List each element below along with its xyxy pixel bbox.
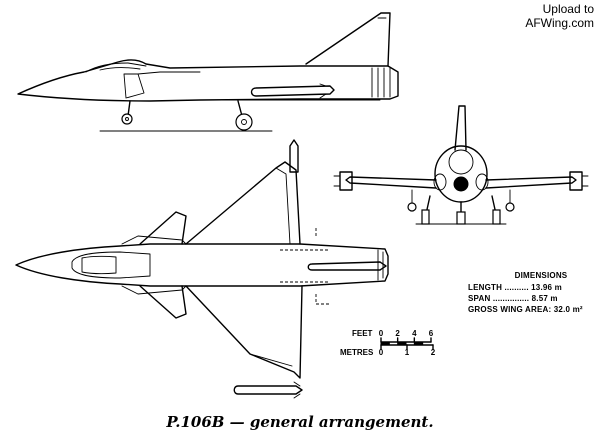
plan-view-fuselage (15, 243, 389, 287)
metres-tick-label: 0 (378, 348, 384, 357)
plan-view-nozzle (377, 249, 384, 281)
dimensions-span: SPAN ............... 8.57 m (468, 294, 558, 303)
front-view-wing-right (485, 176, 577, 189)
plan-view-tip-missile-upper (289, 139, 299, 173)
side-view-fuselage (17, 59, 399, 102)
metres-scale-label: METRES (340, 348, 374, 357)
dimensions-title: DIMENSIONS (514, 271, 568, 280)
side-view (17, 12, 399, 132)
dimensions-box: DIMENSIONS LENGTH .......... 13.96 m SPA… (468, 270, 600, 315)
front-view-radome (453, 176, 469, 192)
watermark-line-2: AFWing.com (525, 16, 594, 30)
feet-scale-bar (380, 337, 432, 346)
side-view-main-gear (237, 100, 243, 117)
front-view-tip-missile-left (339, 171, 353, 191)
dimensions-length: LENGTH .......... 13.96 m (468, 283, 562, 292)
front-view-canopy (448, 149, 474, 175)
scale-bars (380, 337, 434, 350)
side-view-nose-gear (127, 100, 131, 117)
front-view-tip-missile-right (569, 171, 583, 191)
front-view-intake-right (475, 173, 489, 191)
plan-view-canopy (71, 251, 151, 279)
metres-tick-label: 2 (430, 348, 436, 357)
watermark: Upload to AFWing.com (525, 2, 594, 30)
plan-view-wing-upper (185, 161, 301, 245)
front-view (333, 105, 589, 225)
metres-scale-bar (380, 344, 434, 350)
front-view-wing-left (345, 176, 437, 189)
feet-tick-label: 0 (378, 329, 384, 338)
feet-tick-label: 4 (412, 329, 417, 338)
watermark-line-1: Upload to (542, 2, 594, 16)
metres-tick-label: 1 (404, 348, 410, 357)
feet-tick-label: 6 (428, 329, 434, 338)
feet-scale-label: FEET (352, 329, 373, 338)
front-view-fin (454, 105, 467, 151)
plan-view-intake-left (121, 235, 187, 245)
front-view-intake-left (433, 173, 447, 191)
figure-caption: P.106B — general arrangement. (166, 413, 434, 431)
dimensions-area: GROSS WING AREA: 32.0 m² (468, 305, 583, 314)
plan-view-underwing-missile (233, 385, 303, 395)
plan-view-wing-lower (185, 285, 303, 379)
plan-view-canard-lower (139, 285, 187, 319)
plan-view-canard-upper (139, 211, 187, 245)
plan-view-fuselage-missile (307, 261, 387, 271)
feet-tick-label: 2 (395, 329, 400, 338)
side-view-fin (305, 12, 391, 67)
side-view-missile (250, 85, 335, 97)
plan-view (15, 139, 389, 399)
plan-view-intake-right (121, 285, 187, 295)
side-view-canopy (85, 62, 147, 73)
side-view-intake (123, 73, 145, 99)
side-view-nozzle (371, 67, 391, 98)
